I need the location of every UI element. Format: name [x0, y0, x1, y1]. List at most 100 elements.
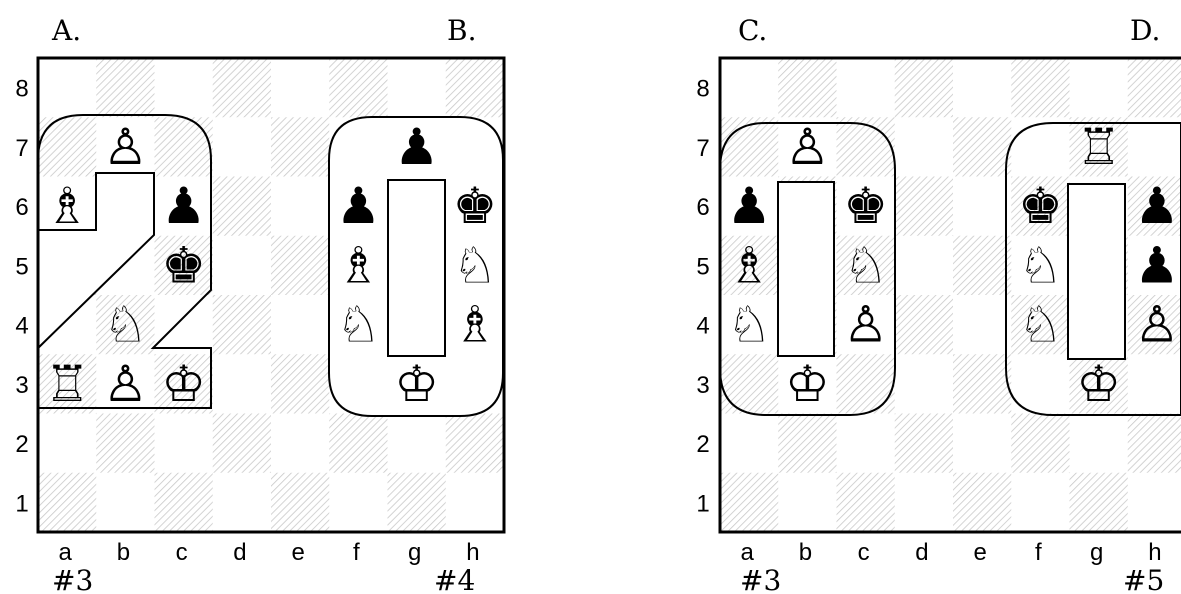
white-bishop-icon: ♗ — [452, 296, 497, 354]
board-square-f5 — [1011, 235, 1070, 296]
board-square-b3 — [96, 354, 155, 414]
board-square-f2 — [1011, 413, 1070, 474]
board-frame — [36, 56, 506, 534]
footer-right: #4 — [434, 564, 475, 594]
board-square-c7 — [836, 117, 896, 177]
board-square-a8 — [38, 58, 97, 118]
region-outline-a — [38, 114, 212, 409]
board-square-h2 — [1127, 413, 1181, 474]
board-square-d6 — [894, 176, 954, 237]
board-square-c8 — [836, 58, 896, 118]
board-square-e4 — [953, 295, 1012, 355]
file-label: c — [176, 539, 188, 566]
board-square-g7 — [1069, 117, 1129, 177]
board-square-e8 — [271, 58, 330, 118]
board-square-f6 — [1011, 176, 1070, 237]
board-square-g2 — [387, 413, 447, 474]
board-square-e7 — [271, 117, 330, 177]
white-pawn-icon: ♙ — [843, 296, 888, 354]
board-square-f4 — [1011, 295, 1070, 355]
board-square-d1 — [894, 472, 954, 532]
board-square-b8 — [778, 58, 837, 118]
rank-label: 7 — [15, 135, 28, 162]
region-bar-d — [1067, 183, 1126, 360]
white-king-icon: ♔ — [394, 355, 439, 413]
black-king-icon: ♚ — [1018, 177, 1063, 235]
white-knight-icon: ♘ — [103, 296, 148, 354]
black-pawn-icon: ♟ — [394, 118, 439, 176]
board-square-e1 — [271, 472, 330, 532]
board-square-c2 — [154, 413, 214, 474]
board-square-d2 — [212, 413, 272, 474]
board-square-h4 — [1127, 295, 1181, 355]
board-square-b1 — [778, 472, 837, 532]
board-square-a1 — [720, 472, 779, 532]
board-square-a7 — [720, 117, 779, 177]
board-square-h8 — [445, 58, 504, 118]
board-square-h7 — [1127, 117, 1181, 177]
white-rook-icon: ♖ — [45, 355, 90, 413]
board-square-d4 — [894, 295, 954, 355]
board-square-b2 — [96, 413, 155, 474]
board-square-d4 — [212, 295, 272, 355]
white-rook-icon: ♖ — [1076, 118, 1121, 176]
board-square-c3 — [836, 354, 896, 414]
board-square-c1 — [836, 472, 896, 532]
rank-label: 8 — [15, 76, 28, 103]
board-square-d3 — [894, 354, 954, 414]
white-knight-icon: ♘ — [452, 236, 497, 294]
region-outline-c — [720, 122, 896, 416]
file-label: g — [408, 539, 421, 566]
corner-label-right: B. — [447, 14, 476, 47]
rank-label: 1 — [696, 490, 709, 517]
white-bishop-icon: ♗ — [45, 177, 90, 235]
board-square-c5 — [154, 235, 214, 296]
board-square-d7 — [212, 117, 272, 177]
board-frame — [718, 56, 1181, 534]
board-square-c7 — [154, 117, 214, 177]
board-square-f1 — [329, 472, 388, 532]
white-knight-icon: ♘ — [1018, 236, 1063, 294]
board-square-d8 — [212, 58, 272, 118]
board-square-d7 — [894, 117, 954, 177]
board-square-b4 — [96, 295, 155, 355]
black-pawn-icon: ♟ — [1134, 177, 1179, 235]
board-square-g2 — [1069, 413, 1129, 474]
board-square-f8 — [1011, 58, 1070, 118]
board-square-b7 — [96, 117, 155, 177]
file-label: a — [58, 539, 72, 566]
board-square-h5 — [1127, 235, 1181, 296]
rank-label: 7 — [696, 135, 709, 162]
rank-label: 4 — [15, 313, 28, 340]
board-square-d5 — [212, 235, 272, 296]
white-pawn-icon: ♙ — [1134, 296, 1179, 354]
black-king-icon: ♚ — [843, 177, 888, 235]
board-square-g8 — [1069, 58, 1129, 118]
board-square-b8 — [96, 58, 155, 118]
black-pawn-icon: ♟ — [727, 177, 772, 235]
white-bishop-icon: ♗ — [727, 236, 772, 294]
rank-label: 5 — [15, 253, 28, 280]
board-square-c5 — [836, 235, 896, 296]
region-bar-c — [777, 181, 835, 357]
white-knight-icon: ♘ — [1018, 296, 1063, 354]
board-squares — [720, 58, 1181, 532]
pieces: ♙♟♚♗♘♘♙♔♖♚♟♘♟♘♙♔ — [727, 118, 1180, 413]
board-square-e4 — [271, 295, 330, 355]
file-label: e — [291, 539, 304, 566]
black-pawn-icon: ♟ — [336, 177, 381, 235]
rank-label: 6 — [15, 194, 28, 221]
file-label: d — [233, 539, 246, 566]
board-square-d5 — [894, 235, 954, 296]
board-square-d1 — [212, 472, 272, 532]
region-cutout-a — [38, 172, 155, 349]
board-square-c8 — [154, 58, 214, 118]
corner-label-left: A. — [51, 14, 81, 47]
footer-left: #3 — [52, 564, 93, 594]
board-square-f3 — [1011, 354, 1070, 414]
board-square-b7 — [778, 117, 837, 177]
white-pawn-icon: ♙ — [103, 118, 148, 176]
